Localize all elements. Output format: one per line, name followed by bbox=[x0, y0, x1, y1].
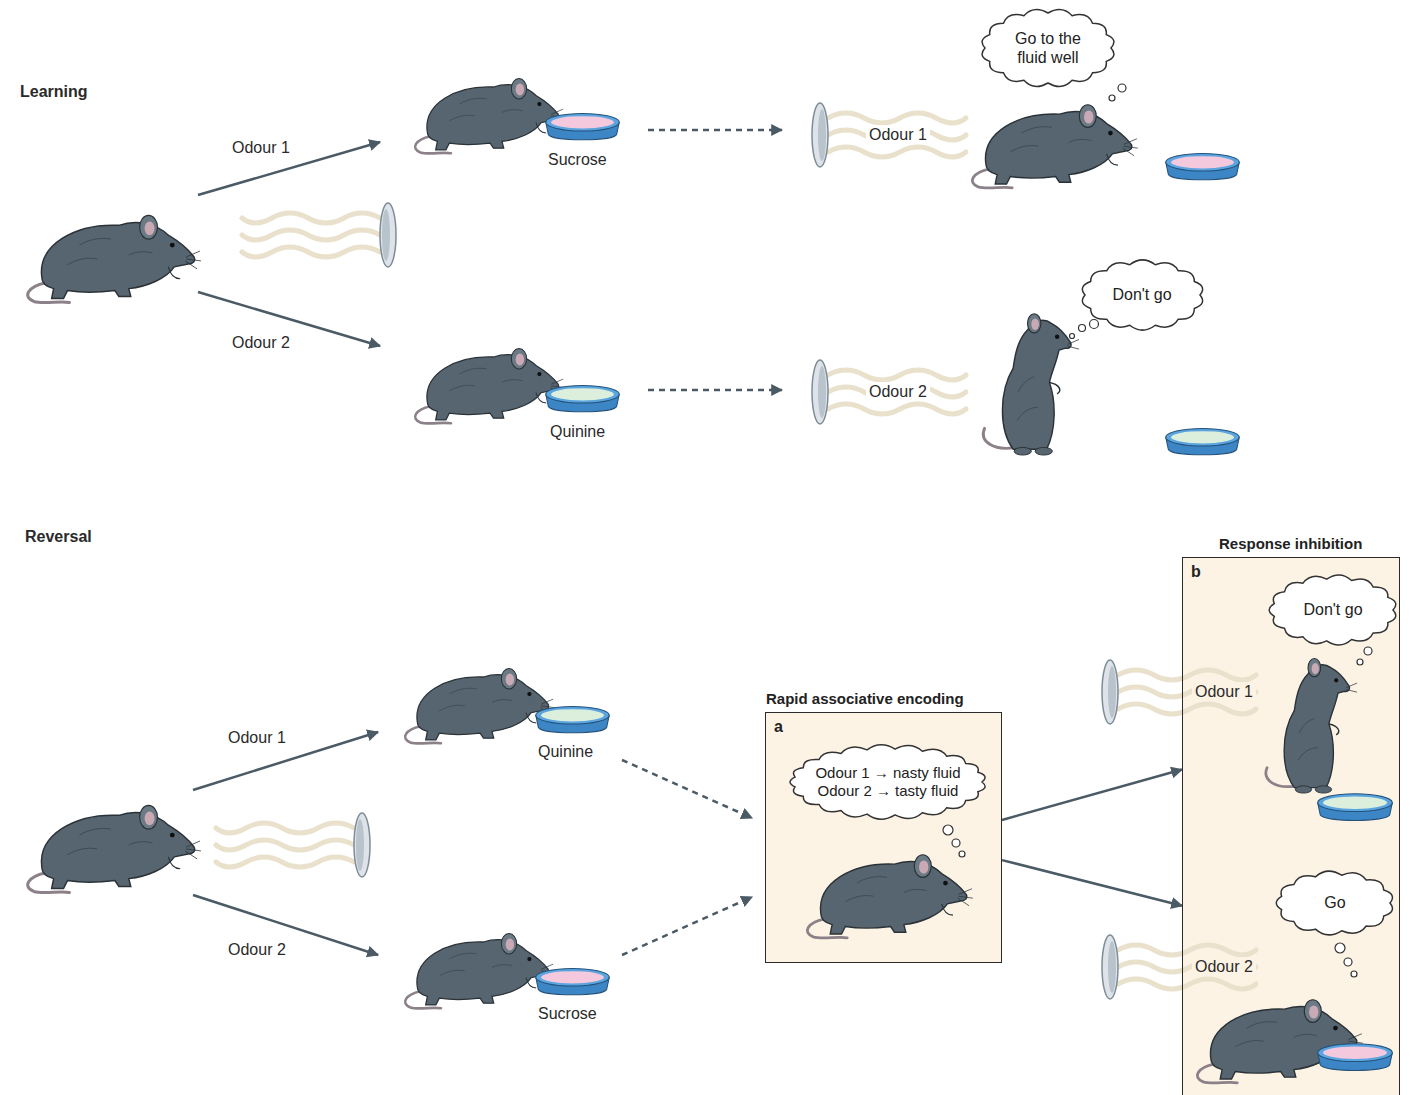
panel-box: Don't goGoResponse inhibitionb bbox=[1182, 557, 1400, 1095]
odour-plume bbox=[1102, 660, 1256, 724]
panel-box: Odour 1 → nasty fluidOdour 2 → tasty flu… bbox=[765, 712, 1002, 963]
odour-label: Odour 1 bbox=[1192, 682, 1256, 701]
thought-dot bbox=[943, 825, 953, 835]
cloud-path bbox=[1276, 871, 1392, 935]
thought-dot bbox=[1118, 84, 1126, 92]
odour-label: Odour 1 bbox=[228, 728, 286, 747]
cloud-path bbox=[790, 745, 985, 819]
panel-heading: Response inhibition bbox=[1219, 534, 1362, 554]
odour-label: Odour 2 bbox=[1192, 957, 1256, 976]
sucrose-dish bbox=[1318, 1044, 1393, 1071]
dashed-arrow bbox=[622, 897, 752, 955]
rat bbox=[807, 855, 973, 938]
odour-label: Odour 2 bbox=[232, 333, 290, 352]
thought-bubble: Odour 1 → nasty fluidOdour 2 → tasty flu… bbox=[789, 744, 987, 820]
fluid-label: Quinine bbox=[538, 742, 593, 761]
rat bbox=[972, 105, 1138, 188]
thought-dot bbox=[1351, 971, 1357, 977]
cloud-outline bbox=[980, 8, 1116, 88]
rat bbox=[415, 349, 564, 424]
odour-plume bbox=[216, 813, 370, 877]
sucrose-dish bbox=[536, 969, 610, 995]
cloud-path bbox=[982, 9, 1114, 86]
dashed-arrow bbox=[648, 129, 782, 132]
fluid-label: Quinine bbox=[550, 422, 605, 441]
rat bbox=[28, 215, 201, 302]
odour-plume bbox=[812, 360, 966, 424]
thought-bubble: Don't go bbox=[1080, 259, 1205, 331]
thought-dot bbox=[1364, 647, 1372, 655]
cloud-path bbox=[1269, 575, 1396, 645]
dashed-arrow bbox=[648, 389, 782, 392]
panel-ground bbox=[1182, 557, 1400, 1095]
odour-label: Odour 1 bbox=[232, 138, 290, 157]
bubble-text: Go to the fluid well bbox=[1000, 29, 1096, 67]
quinine-dish bbox=[1318, 794, 1393, 821]
bubble-text: Go bbox=[1324, 893, 1345, 912]
thought-dot bbox=[1090, 320, 1099, 329]
panel-letter: b bbox=[1191, 562, 1201, 581]
rat bbox=[415, 79, 564, 154]
odour-label: Odour 2 bbox=[228, 940, 286, 959]
fluid-label: Sucrose bbox=[548, 150, 607, 169]
arrow-connector bbox=[1002, 860, 1182, 906]
odour-label: Odour 1 bbox=[866, 125, 930, 144]
thought-dot bbox=[1070, 334, 1075, 339]
quinine-dish bbox=[546, 386, 620, 412]
odour-plume bbox=[242, 203, 396, 267]
thought-dot bbox=[1335, 943, 1345, 953]
odour-label: Odour 2 bbox=[866, 382, 930, 401]
bubble-text: Odour 2 → tasty fluid bbox=[818, 782, 959, 800]
thought-bubble: Go to the fluid well bbox=[980, 8, 1116, 88]
thought-bubble: Go bbox=[1275, 870, 1395, 936]
thought-dot bbox=[1344, 958, 1352, 966]
thought-dot bbox=[1357, 659, 1363, 665]
arrow-connector bbox=[1002, 770, 1182, 820]
bubble-text: Don't go bbox=[1112, 285, 1171, 304]
thought-dot bbox=[959, 851, 965, 857]
rat bbox=[405, 669, 554, 744]
odour-plume bbox=[1102, 935, 1256, 999]
panel-heading: Rapid associative encoding bbox=[766, 689, 964, 709]
rat bbox=[28, 805, 201, 892]
bubble-text: Don't go bbox=[1303, 600, 1362, 619]
quinine-dish bbox=[536, 707, 610, 733]
dashed-arrow bbox=[622, 760, 752, 818]
panel-ground bbox=[765, 712, 1002, 963]
thought-dot bbox=[1109, 95, 1115, 101]
section-title: Reversal bbox=[25, 527, 92, 546]
fluid-label: Sucrose bbox=[538, 1004, 597, 1023]
thought-bubble: Don't go bbox=[1268, 574, 1398, 646]
rat bbox=[1197, 1000, 1363, 1083]
standing-rat bbox=[1266, 659, 1357, 794]
quinine-dish bbox=[1166, 429, 1240, 455]
cloud-path bbox=[1082, 260, 1202, 330]
thought-dot bbox=[1079, 325, 1086, 332]
panel-letter: a bbox=[774, 717, 783, 736]
standing-rat bbox=[983, 314, 1079, 455]
bubble-text: Odour 1 → nasty fluid bbox=[815, 764, 960, 782]
sucrose-dish bbox=[546, 114, 620, 140]
sucrose-dish bbox=[1166, 154, 1240, 180]
section-title: Learning bbox=[20, 82, 88, 101]
thought-dot bbox=[952, 839, 960, 847]
odour-plume bbox=[812, 103, 966, 167]
rat bbox=[405, 934, 554, 1009]
